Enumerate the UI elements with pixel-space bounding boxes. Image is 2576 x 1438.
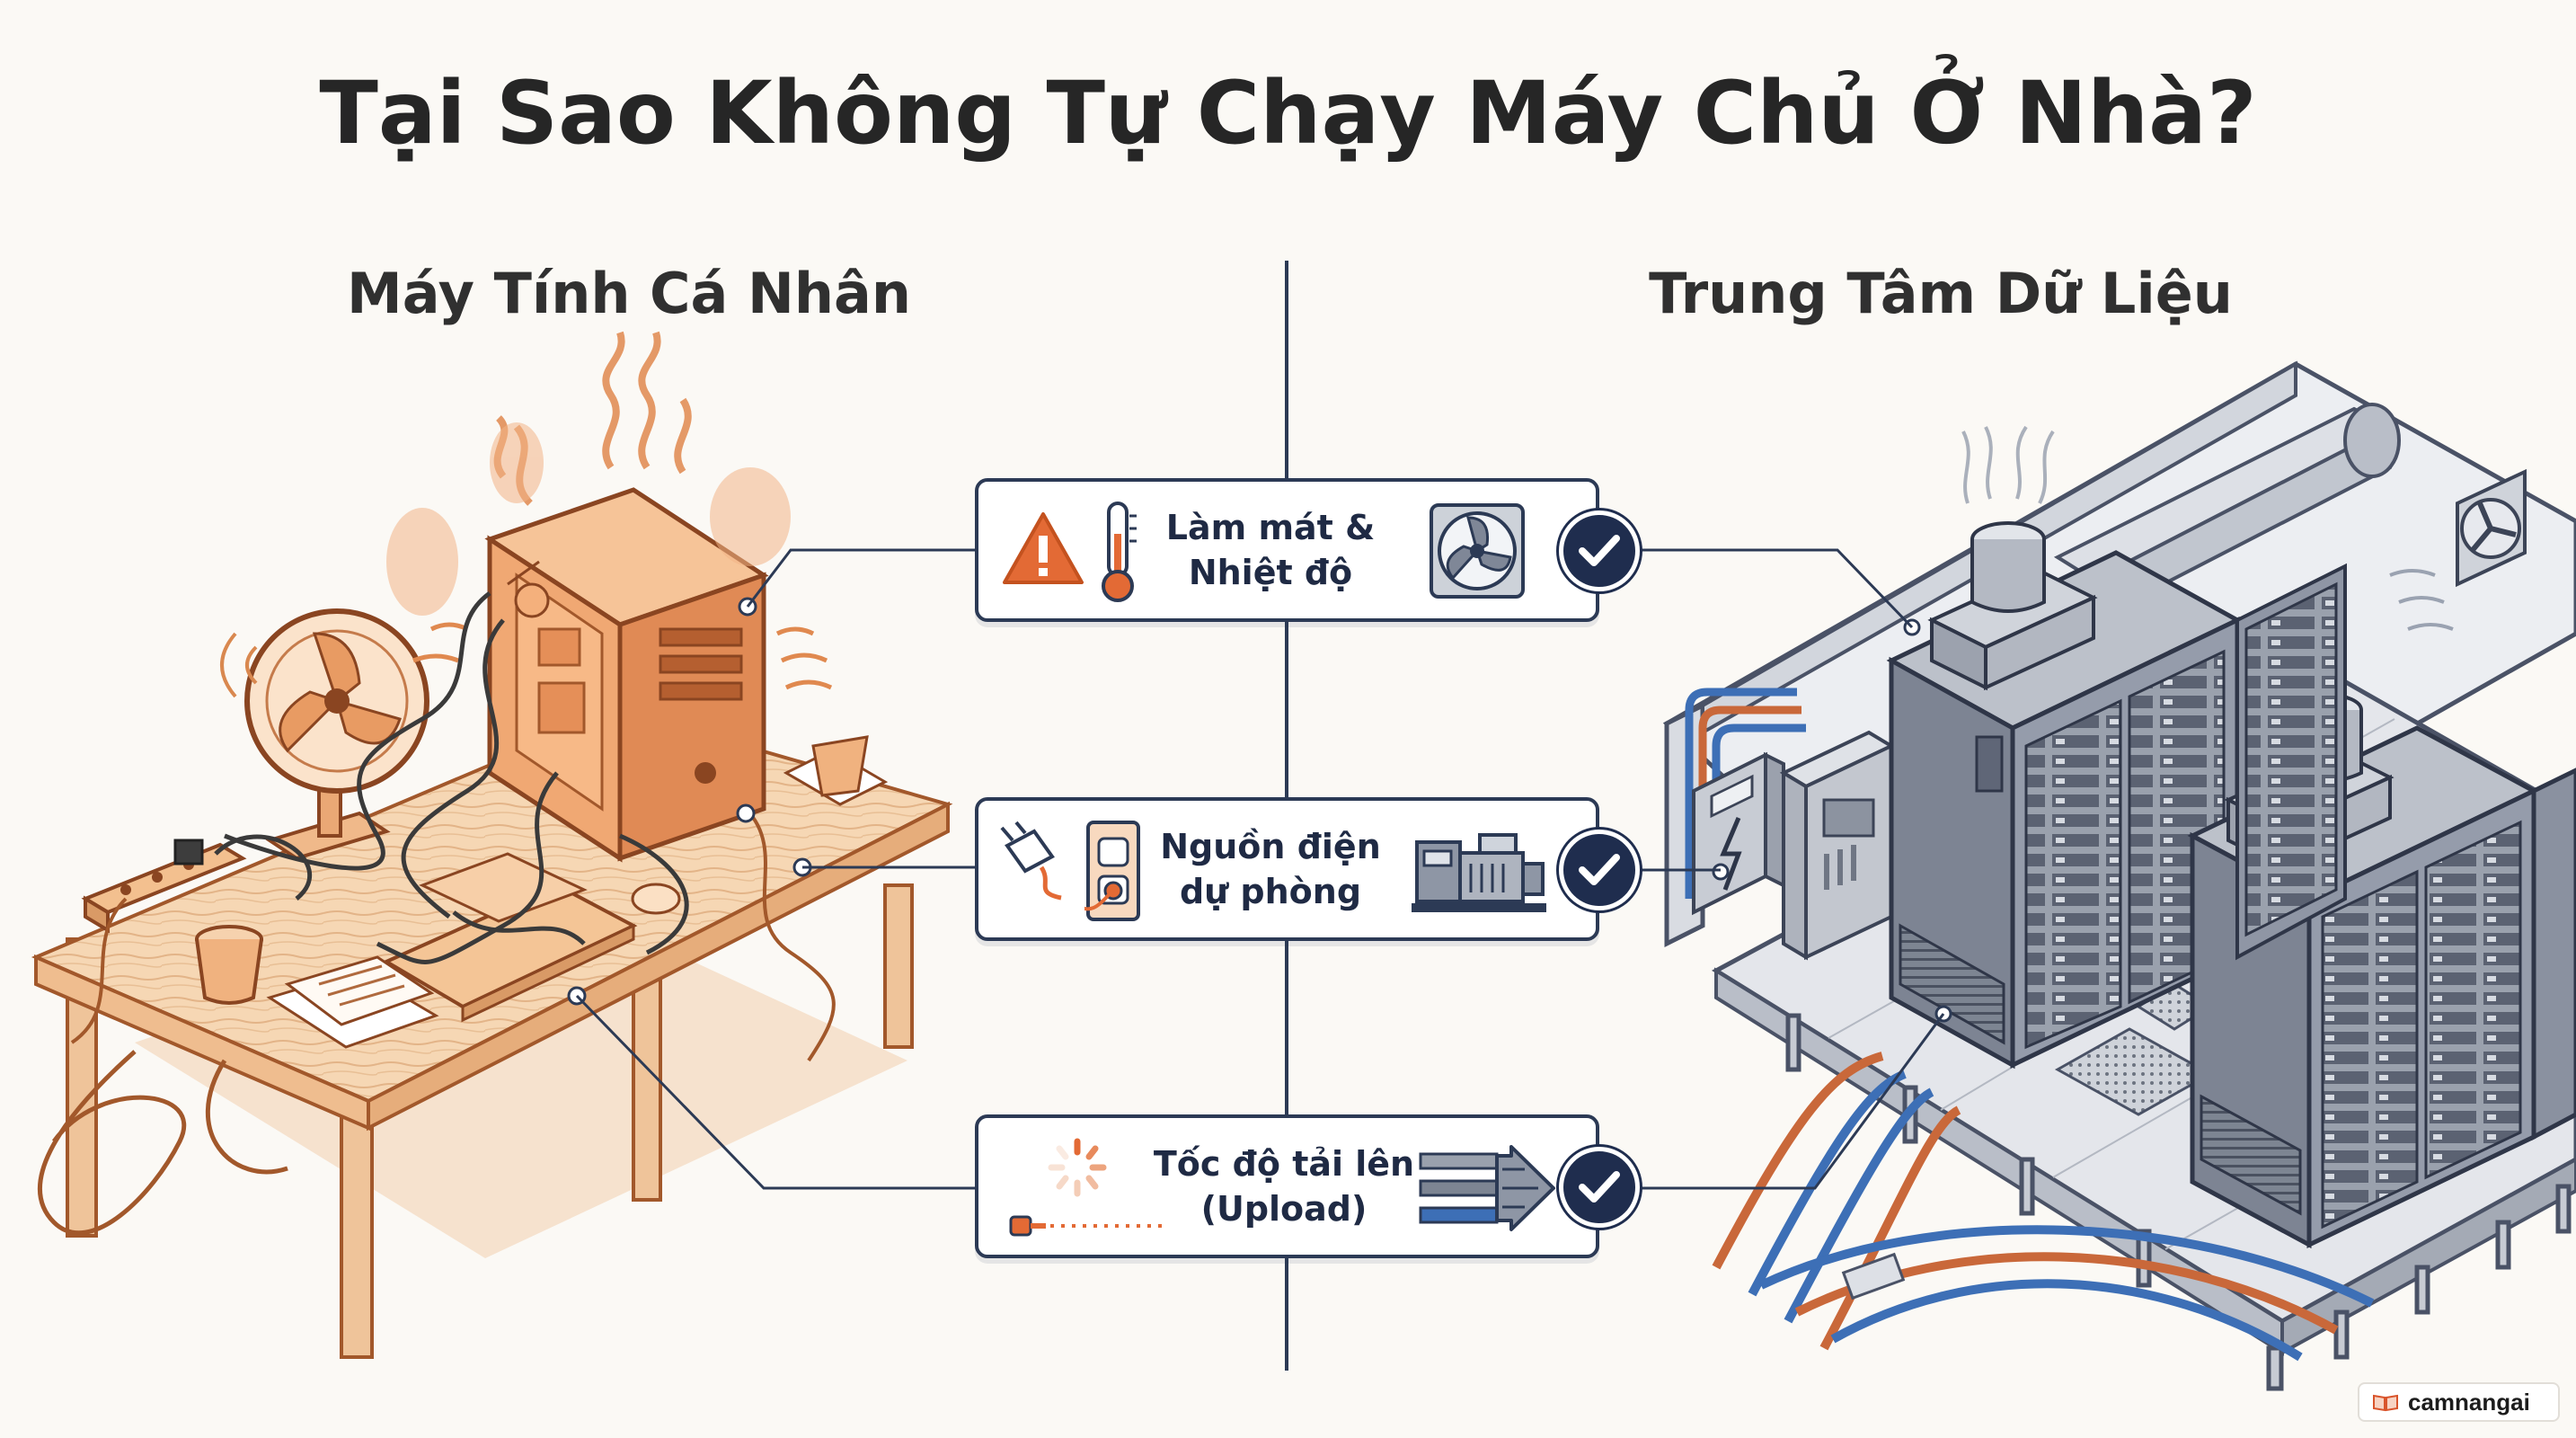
card-label-line-1: Tốc độ tải lên — [1153, 1144, 1415, 1184]
left-heading: Máy Tính Cá Nhân — [347, 261, 911, 326]
home-pc-desk — [31, 331, 953, 1359]
comparison-card-power: Nguồn điện dự phòng — [975, 797, 1599, 941]
slow-cable-icon — [1009, 1215, 1163, 1237]
thermometer-icon — [1102, 502, 1137, 602]
page-title: Tại Sao Không Tự Chạy Máy Chủ Ở Nhà? — [319, 63, 2257, 164]
loading-spinner-icon — [1048, 1138, 1107, 1197]
plug-icon — [1000, 821, 1062, 901]
book-icon — [2373, 1394, 2398, 1412]
check-icon-cooling — [1559, 510, 1640, 591]
card-label-line-2: dự phòng — [1179, 872, 1362, 911]
card-label-line-1: Nguồn điện — [1160, 827, 1381, 866]
leader-lines — [575, 548, 1945, 1190]
watermark-text: camnangai — [2408, 1388, 2530, 1416]
card-label-line-2: Nhiệt độ — [1188, 553, 1353, 592]
card-label-line-1: Làm mát & — [1165, 508, 1376, 547]
warning-icon — [1003, 512, 1084, 584]
fan-icon — [1430, 503, 1525, 599]
pc-tower — [484, 487, 769, 863]
electrical-panel — [1692, 751, 1785, 916]
server-rack — [1886, 425, 2243, 1070]
card-label-power: Nguồn điện dự phòng — [1136, 801, 1405, 937]
datacenter — [1662, 360, 2576, 1391]
outlet-icon — [1084, 821, 1140, 921]
generator-icon — [1412, 833, 1546, 912]
check-icon-upload — [1559, 1147, 1640, 1228]
fast-cables-icon — [1419, 1145, 1555, 1231]
desk-fan — [220, 608, 429, 861]
comparison-card-upload: Tốc độ tải lên (Upload) — [975, 1114, 1599, 1258]
check-icon-power — [1559, 830, 1640, 910]
card-label-cooling: Làm mát & Nhiệt độ — [1136, 482, 1405, 618]
watermark-badge[interactable]: camnangai — [2358, 1382, 2560, 1422]
comparison-card-cooling: Làm mát & Nhiệt độ — [975, 478, 1599, 622]
card-label-upload: Tốc độ tải lên (Upload) — [1149, 1118, 1419, 1255]
card-label-line-2: (Upload) — [1200, 1189, 1368, 1229]
right-heading: Trung Tâm Dữ Liệu — [1649, 261, 2233, 326]
